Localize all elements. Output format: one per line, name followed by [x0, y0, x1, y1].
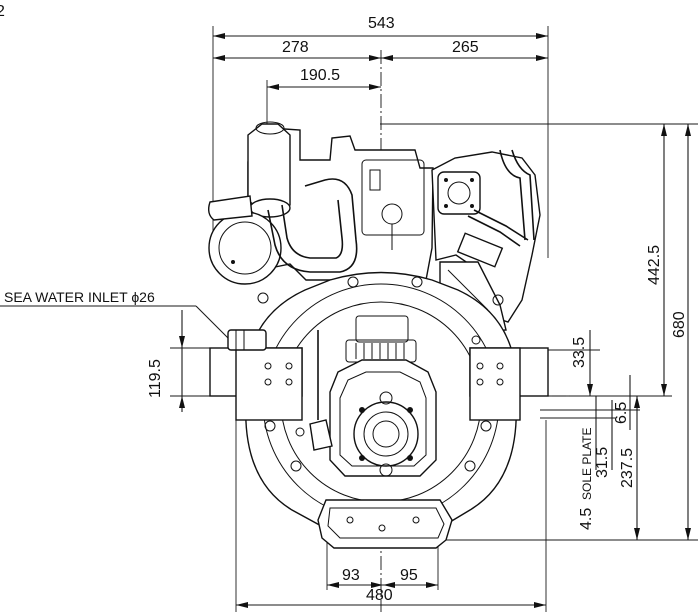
dim-left-half: 278: [282, 39, 309, 56]
dim-sole-plate-label: SOLE PLATE: [580, 428, 594, 500]
dimension-labels: 543 278 265 190.5 93 95 480 680 442.5 23…: [4, 15, 688, 604]
dim-plate-gap: 31.5: [594, 447, 611, 478]
dim-offset-center: 190.5: [300, 67, 340, 84]
dim-bottom-right: 95: [400, 567, 418, 584]
dim-overall-width: 543: [368, 15, 395, 32]
gearbox: [309, 330, 437, 477]
sea-water-inlet-fitting: [227, 329, 267, 351]
dim-right-half: 265: [452, 39, 479, 56]
dim-lower-height: 237.5: [619, 448, 636, 488]
dim-mount-upper: 33.5: [571, 337, 588, 368]
sea-water-inlet-label: SEA WATER INLET ϕ26: [4, 289, 155, 305]
oil-pan: [317, 499, 453, 549]
dim-mount-offset: 6.5: [613, 402, 630, 424]
figure-number: 2: [0, 3, 5, 20]
engine-body: [207, 121, 541, 333]
dim-bottom-left: 93: [342, 567, 360, 584]
mount-left: [209, 347, 303, 421]
dim-total-height: 680: [671, 311, 688, 338]
dim-mount-height: 119.5: [147, 359, 164, 398]
dim-sole-plate: 4.5: [578, 508, 595, 530]
dim-bottom-width: 480: [366, 587, 393, 604]
mount-right: [469, 347, 549, 421]
dim-upper-height: 442.5: [646, 245, 663, 285]
